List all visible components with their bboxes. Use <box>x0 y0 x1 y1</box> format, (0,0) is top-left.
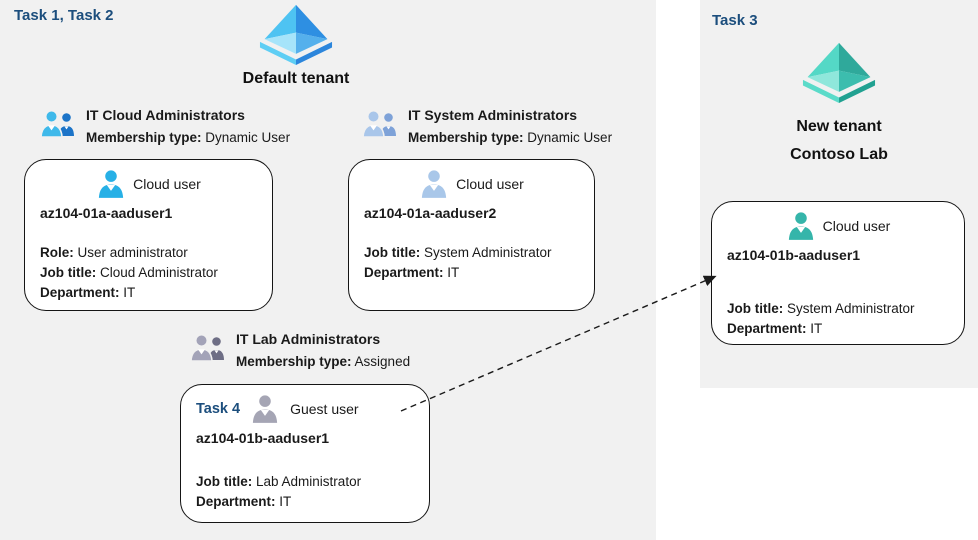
azure-ad-tenant-icon-teal <box>802 42 876 103</box>
user-fields: Role: User administrator Job title: Clou… <box>40 243 272 303</box>
group-it-lab-administrators: IT Lab Administrators Membership type: A… <box>190 328 410 373</box>
user-name: az104-01b-aaduser1 <box>727 247 861 263</box>
new-tenant-title-line2: Contoso Lab <box>790 146 888 163</box>
user-card-az104-01a-aaduser2: Cloud user az104-01a-aaduser2 Job title:… <box>348 159 595 311</box>
user-name: az104-01a-aaduser1 <box>40 205 173 221</box>
user-name: az104-01a-aaduser2 <box>364 205 497 221</box>
user-fields: Job title: Lab Administrator Department:… <box>196 472 429 512</box>
group-it-cloud-administrators: IT Cloud Administrators Membership type:… <box>40 104 290 149</box>
cloud-user-icon <box>788 212 813 240</box>
group-membership: Membership type: Assigned <box>236 354 411 369</box>
field-job-title: Job title: Lab Administrator <box>196 474 362 489</box>
group-title: IT Lab Administrators <box>236 331 381 347</box>
task-4-label: Task 4 <box>196 401 241 417</box>
user-type-label: Cloud user <box>822 218 891 234</box>
group-people-icon <box>362 109 396 138</box>
new-tenant-panel: Task 3 New tenant Contoso Lab Cloud user… <box>700 0 978 388</box>
default-tenant-title: Default tenant <box>242 70 350 87</box>
task-1-2-label: Task 1, Task 2 <box>14 7 114 24</box>
azure-ad-tenant-icon <box>259 4 333 65</box>
field-department: Department: IT <box>196 494 292 509</box>
group-people-icon <box>190 333 224 362</box>
task-3-label: Task 3 <box>712 12 758 29</box>
field-department: Department: IT <box>364 265 460 280</box>
group-it-system-administrators: IT System Administrators Membership type… <box>362 104 612 149</box>
user-fields: Job title: System Administrator Departme… <box>364 243 594 283</box>
group-title: IT Cloud Administrators <box>86 107 245 123</box>
user-card-new-tenant-az104-01b-aaduser1: Cloud user az104-01b-aaduser1 Job title:… <box>711 201 965 345</box>
user-fields: Job title: System Administrator Departme… <box>727 299 964 339</box>
group-membership: Membership type: Dynamic User <box>86 130 291 145</box>
card-header: Cloud user <box>25 169 272 199</box>
new-tenant-title-line1: New tenant <box>796 118 882 135</box>
default-tenant-panel: Task 1, Task 2 Default tenant IT Cloud A… <box>0 0 656 540</box>
field-department: Department: IT <box>727 321 823 336</box>
field-job-title: Job title: System Administrator <box>727 301 915 316</box>
group-people-icon <box>40 109 74 138</box>
field-department: Department: IT <box>40 285 136 300</box>
cloud-user-icon <box>99 170 124 198</box>
group-title: IT System Administrators <box>408 107 578 123</box>
field-job-title: Job title: System Administrator <box>364 245 552 260</box>
user-type-label: Cloud user <box>133 176 201 192</box>
user-card-az104-01a-aaduser1: Cloud user az104-01a-aaduser1 Role: User… <box>24 159 273 311</box>
field-job-title: Job title: Cloud Administrator <box>40 265 218 280</box>
cloud-user-icon <box>422 170 447 198</box>
user-type-label: Guest user <box>290 401 359 417</box>
group-membership: Membership type: Dynamic User <box>408 130 613 145</box>
card-header: Cloud user <box>712 211 964 241</box>
user-type-label: Cloud user <box>456 176 524 192</box>
user-name: az104-01b-aaduser1 <box>196 430 330 446</box>
guest-user-icon <box>252 395 278 423</box>
card-header: Cloud user <box>349 169 594 199</box>
field-role: Role: User administrator <box>40 245 188 260</box>
card-header: Task 4 Guest user <box>181 394 429 424</box>
guest-user-card-az104-01b-aaduser1: Task 4 Guest user az104-01b-aaduser1 Job… <box>180 384 430 523</box>
